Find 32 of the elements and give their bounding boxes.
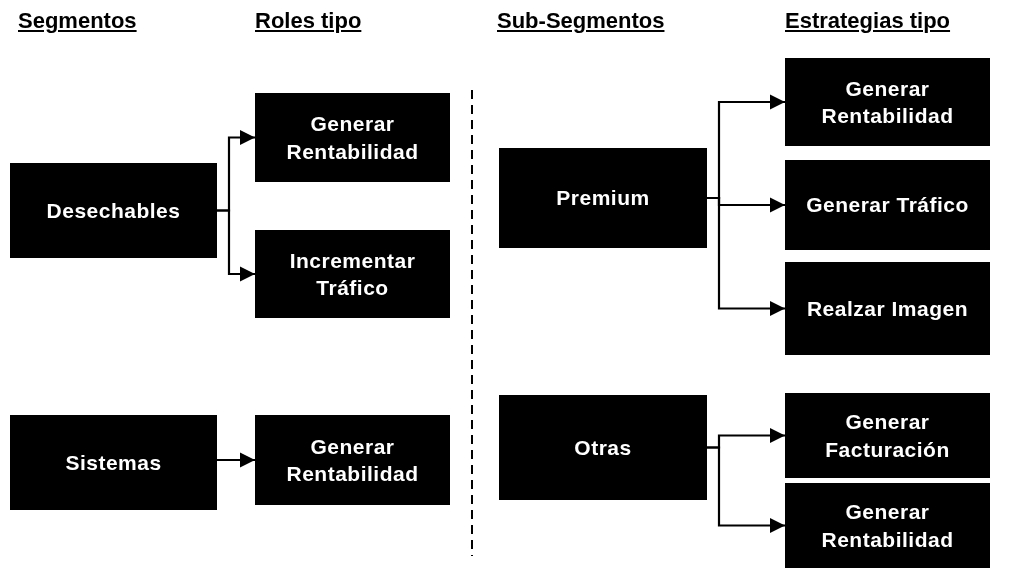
column-heading: Sub-Segmentos <box>497 8 665 34</box>
process-box <box>255 93 450 182</box>
box-label: Premium <box>556 185 650 212</box>
box-label: Sistemas <box>65 449 162 476</box>
column-heading: Roles tipo <box>255 8 362 34</box>
box-label: Generar Rentabilidad <box>285 111 420 165</box>
column-heading: Segmentos <box>18 8 137 34</box>
process-box <box>499 148 707 248</box>
arrow <box>217 452 255 468</box>
box-label: Generar Rentabilidad <box>285 433 420 487</box>
box-label: Incrementar Tráfico <box>288 247 417 301</box>
box-label: Otras <box>574 434 632 461</box>
box-label: Generar Facturación <box>824 409 951 463</box>
column-heading: Estrategias tipo <box>785 8 951 34</box>
arrow <box>217 209 255 282</box>
box-label: Generar Rentabilidad <box>820 75 955 129</box>
process-box <box>499 395 707 500</box>
process-box <box>785 483 990 568</box>
process-box <box>785 58 990 146</box>
box-label: Generar Rentabilidad <box>820 499 955 553</box>
process-box <box>785 393 990 478</box>
process-box <box>10 163 217 258</box>
box-label: Desechables <box>46 197 181 224</box>
process-box <box>10 415 217 510</box>
box-label: Generar Tráfico <box>806 192 969 219</box>
box-label: Realzar Imagen <box>806 295 969 322</box>
process-box <box>785 262 990 355</box>
process-box <box>785 160 990 250</box>
process-box <box>255 415 450 505</box>
arrow <box>707 446 785 534</box>
process-box <box>255 230 450 318</box>
arrow <box>707 196 785 317</box>
